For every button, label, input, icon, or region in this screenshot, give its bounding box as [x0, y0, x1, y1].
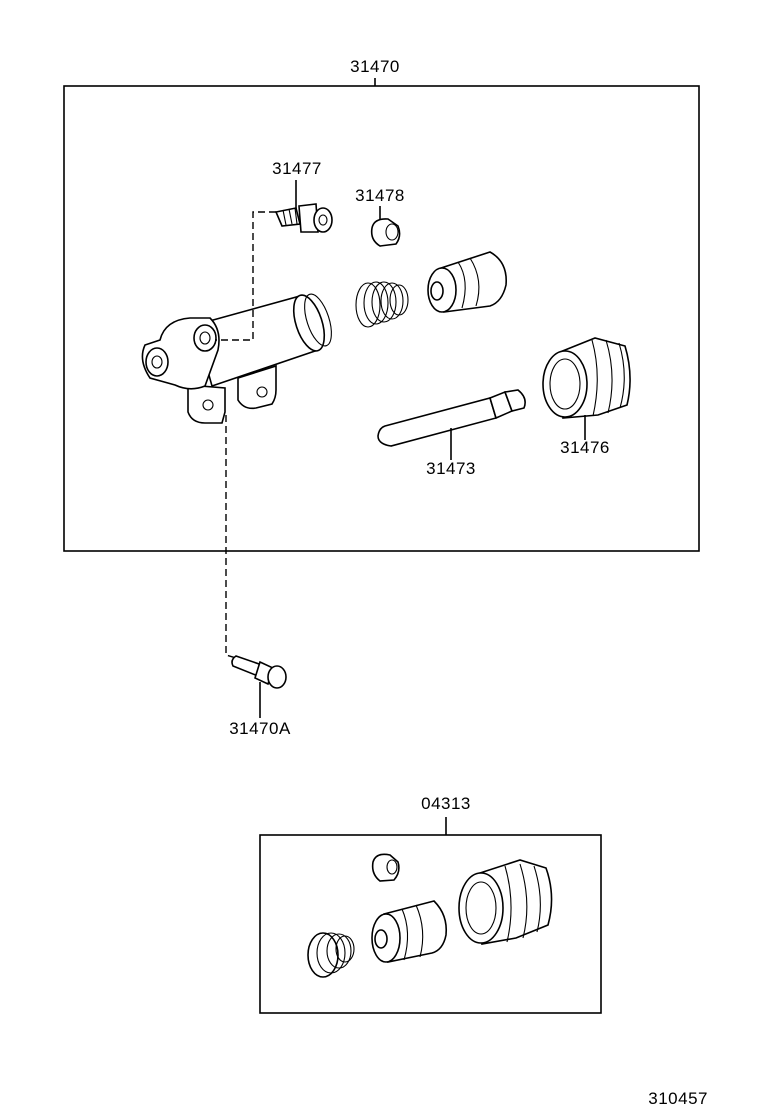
label-31478[interactable]: 31478 [355, 186, 405, 205]
cylinder-body[interactable] [141, 291, 336, 424]
label-31470A[interactable]: 31470A [229, 719, 291, 738]
label-04313[interactable]: 04313 [421, 794, 471, 813]
kit-piston[interactable] [371, 900, 448, 963]
boot[interactable] [542, 337, 631, 419]
bolt[interactable] [231, 655, 287, 689]
bolt-guide-line [225, 415, 237, 659]
bleeder-plug[interactable] [274, 203, 333, 233]
bleeder-cap[interactable] [370, 218, 401, 247]
kit-boot[interactable] [458, 859, 553, 945]
kit-bleeder-cap[interactable] [371, 853, 400, 882]
label-31476[interactable]: 31476 [560, 438, 610, 457]
spring[interactable] [355, 281, 409, 328]
plug-guide-line [215, 211, 276, 341]
push-rod[interactable] [377, 389, 526, 447]
label-31470[interactable]: 31470 [350, 57, 400, 76]
label-31477[interactable]: 31477 [272, 159, 322, 178]
kit-cup-seal[interactable] [307, 932, 355, 978]
label-31473[interactable]: 31473 [426, 459, 476, 478]
piston[interactable] [427, 251, 507, 313]
assembly-frame [63, 85, 700, 552]
repair-kit-frame [259, 834, 602, 1014]
figure-id: 310457 [648, 1089, 708, 1108]
